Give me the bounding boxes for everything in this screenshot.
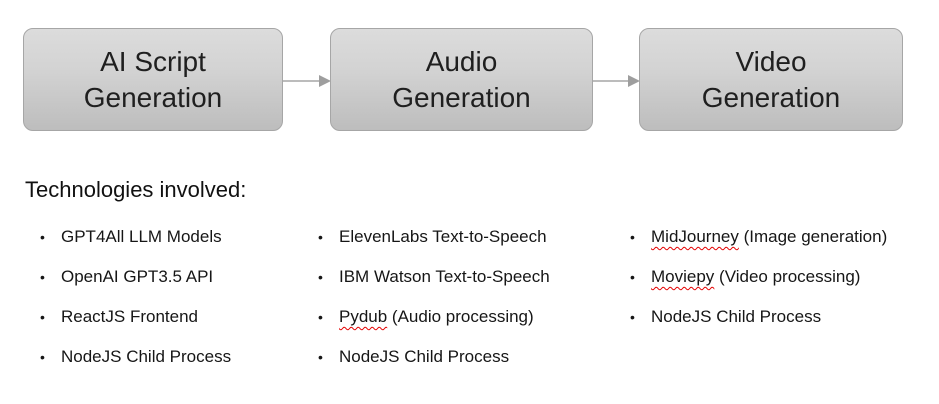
bullet-icon: • (630, 269, 635, 285)
step-label-line: Video (735, 45, 807, 77)
arrow-right-icon (283, 73, 331, 89)
bullet-icon: • (40, 269, 45, 285)
tech-list-video-generation: • MidJourney (Image generation) • Moviep… (630, 226, 887, 346)
arrow-right-icon (593, 73, 640, 89)
list-item-text: IBM Watson Text-to-Speech (339, 267, 550, 286)
bullet-icon: • (318, 229, 323, 245)
list-item: • Moviepy (Video processing) (630, 266, 887, 288)
list-item: • ReactJS Frontend (40, 306, 231, 328)
list-item-text: MidJourney (Image generation) (651, 227, 888, 246)
bullet-icon: • (630, 229, 635, 245)
section-title: Technologies involved: (25, 177, 247, 202)
list-item: • ElevenLabs Text-to-Speech (318, 226, 550, 248)
bullet-icon: • (40, 309, 45, 325)
list-item: • Pydub (Audio processing) (318, 306, 550, 328)
pipeline-step-ai-script-generation: AI Script Generation (23, 28, 283, 131)
list-item-text: OpenAI GPT3.5 API (61, 267, 214, 286)
step-label-line: Generation (392, 81, 531, 113)
bullet-icon: • (40, 349, 45, 365)
tech-list-script-generation: • GPT4All LLM Models • OpenAI GPT3.5 API… (40, 226, 231, 386)
list-item: • NodeJS Child Process (318, 346, 550, 368)
bullet-icon: • (630, 309, 635, 325)
list-item-text: GPT4All LLM Models (61, 227, 222, 246)
bullet-icon: • (40, 229, 45, 245)
list-item: • NodeJS Child Process (630, 306, 887, 328)
list-item-text: Pydub (Audio processing) (339, 307, 534, 326)
list-item: • NodeJS Child Process (40, 346, 231, 368)
list-item-text: ElevenLabs Text-to-Speech (339, 227, 547, 246)
list-item: • OpenAI GPT3.5 API (40, 266, 231, 288)
step-label-line: Generation (83, 81, 223, 113)
bullet-icon: • (318, 309, 323, 325)
list-item: • IBM Watson Text-to-Speech (318, 266, 550, 288)
tech-list-audio-generation: • ElevenLabs Text-to-Speech • IBM Watson… (318, 226, 550, 386)
list-item-text: NodeJS Child Process (651, 307, 822, 326)
bullet-icon: • (318, 269, 323, 285)
step-label-line: AI Script (100, 45, 206, 77)
pipeline-step-video-generation: Video Generation (639, 28, 903, 131)
list-item-text: Moviepy (Video processing) (651, 267, 861, 286)
pipeline-step-audio-generation: Audio Generation (330, 28, 593, 131)
step-label-line: Generation (701, 81, 841, 113)
list-item: • GPT4All LLM Models (40, 226, 231, 248)
bullet-icon: • (318, 349, 323, 365)
list-item: • MidJourney (Image generation) (630, 226, 887, 248)
step-label-line: Audio (425, 45, 498, 77)
list-item-text: ReactJS Frontend (61, 307, 199, 326)
list-item-text: NodeJS Child Process (61, 347, 232, 366)
list-item-text: NodeJS Child Process (339, 347, 510, 366)
